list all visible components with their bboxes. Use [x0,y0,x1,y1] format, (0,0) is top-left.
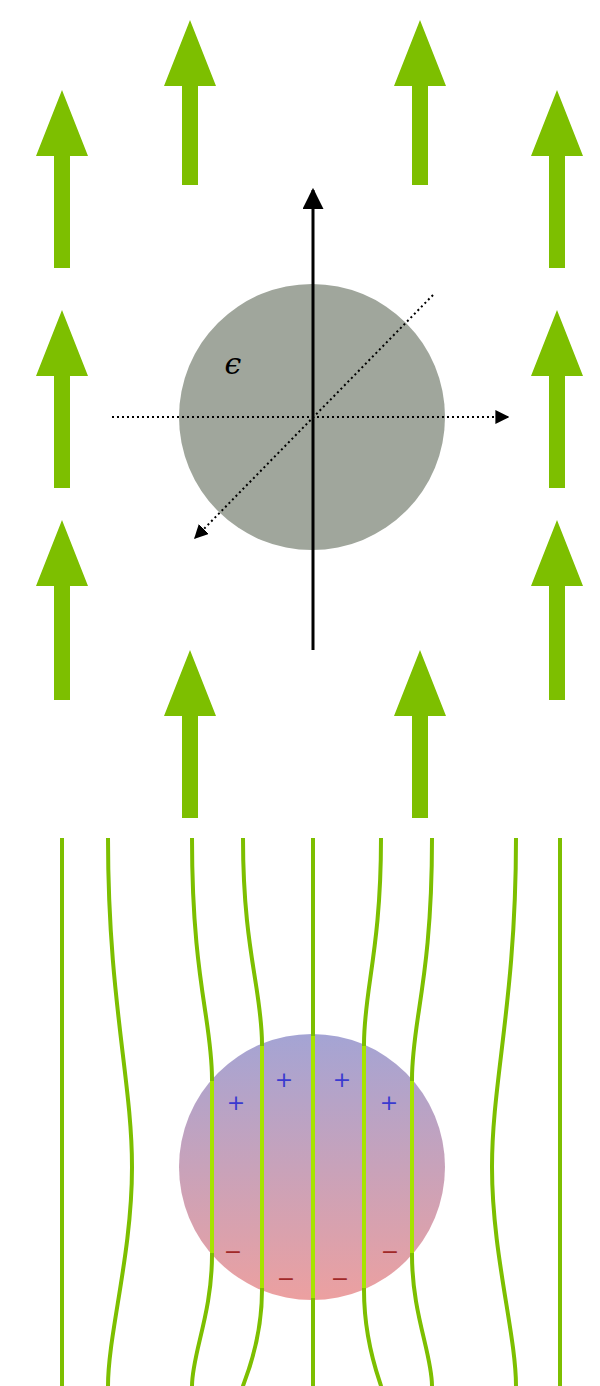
field-line [108,838,132,1386]
negative-charge: − [331,1268,349,1290]
field-arrow [36,90,88,268]
field-arrow [36,520,88,700]
field-arrow [164,20,216,185]
negative-charge: − [381,1241,399,1263]
inner-field-line [362,1046,366,1288]
field-line [311,838,315,1386]
x-axis [112,416,508,418]
field-arrow [394,650,446,818]
field-arrow [36,310,88,488]
inner-field-line [311,1036,315,1298]
z-axis [312,190,315,650]
y-axis [195,295,433,538]
positive-charge: + [333,1069,351,1091]
positive-charge: + [275,1069,293,1091]
field-arrow [164,650,216,818]
negative-charge: − [277,1268,295,1290]
field-arrow [531,90,583,268]
field-arrow [531,310,583,488]
field-arrow [394,20,446,185]
inner-field-lines [212,1036,412,1298]
field-line [60,838,64,1386]
field-line [364,838,381,1386]
field-line [243,838,262,1386]
positive-charge: + [380,1092,398,1114]
inner-field-line [260,1046,264,1288]
inner-field-line [410,1081,414,1253]
field-line [412,838,432,1386]
field-arrows [36,20,583,818]
negative-charge: − [224,1241,242,1263]
positive-charge: + [227,1092,245,1114]
field-line [558,838,562,1386]
field-line [492,838,516,1386]
polarized-sphere [179,1034,445,1300]
field-arrow [531,520,583,700]
field-line [192,838,212,1386]
field-lines [62,838,560,1386]
permittivity-symbol: ϵ [225,349,242,379]
inner-field-line [210,1081,214,1253]
